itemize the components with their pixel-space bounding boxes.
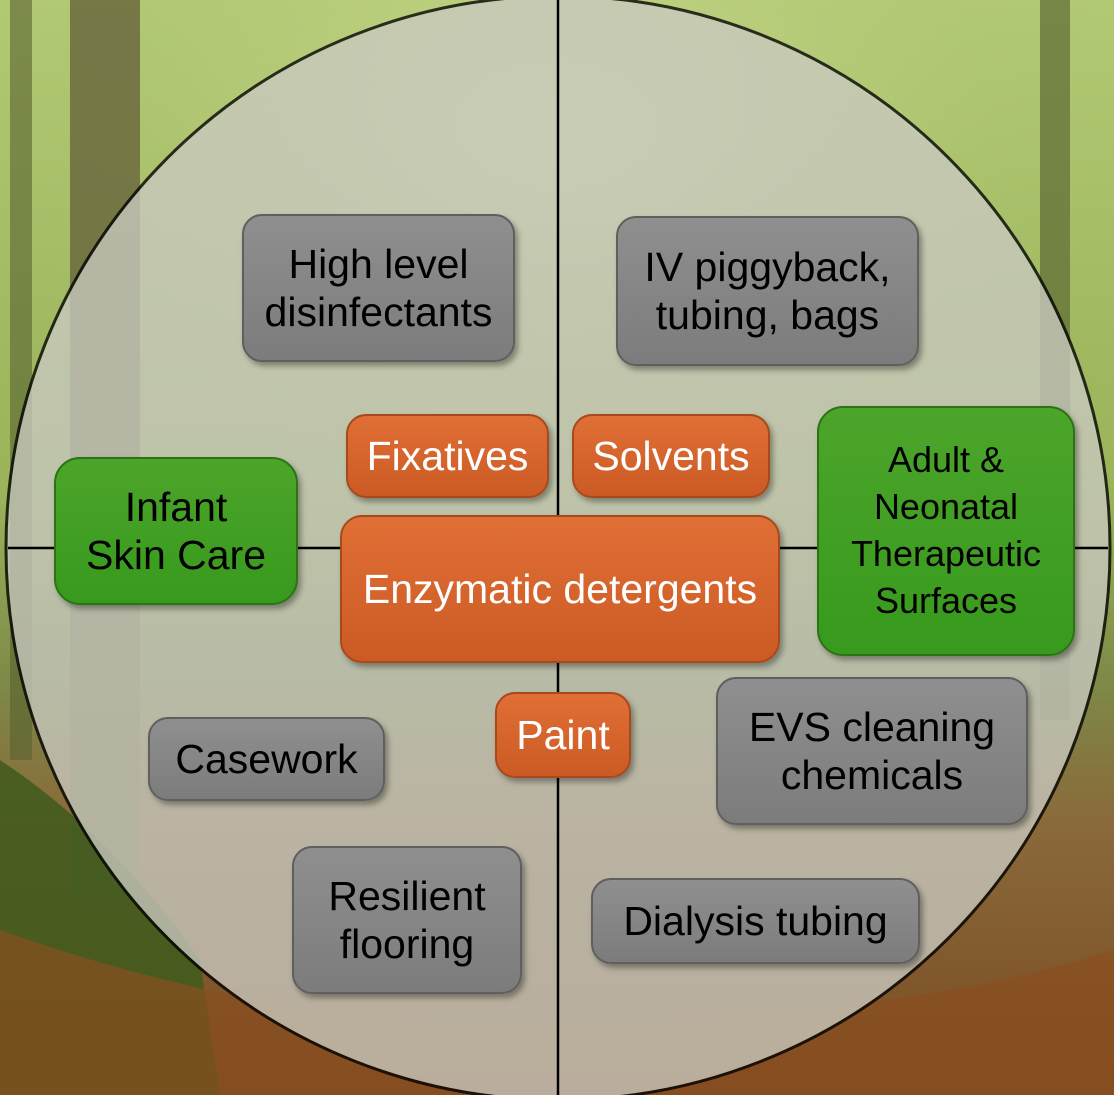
solvents-box: Solvents [572,414,770,498]
fallen-leaves [0,930,1114,1095]
evs-cleaning-chemicals-box: EVS cleaning chemicals [716,677,1028,825]
resilient-flooring-box: Resilient flooring [292,846,522,994]
fixatives-box: Fixatives [346,414,549,498]
casework-box: Casework [148,717,385,801]
paint-box: Paint [495,692,631,778]
dialysis-tubing-box: Dialysis tubing [591,878,920,964]
infant-skin-care-box: Infant Skin Care [54,457,298,605]
enzymatic-detergents-box: Enzymatic detergents [340,515,780,663]
high-level-disinfectants-box: High level disinfectants [242,214,515,362]
adult-neonatal-therapeutic-surfaces-box: Adult & Neonatal Therapeutic Surfaces [817,406,1075,656]
iv-piggyback-box: IV piggyback, tubing, bags [616,216,919,366]
